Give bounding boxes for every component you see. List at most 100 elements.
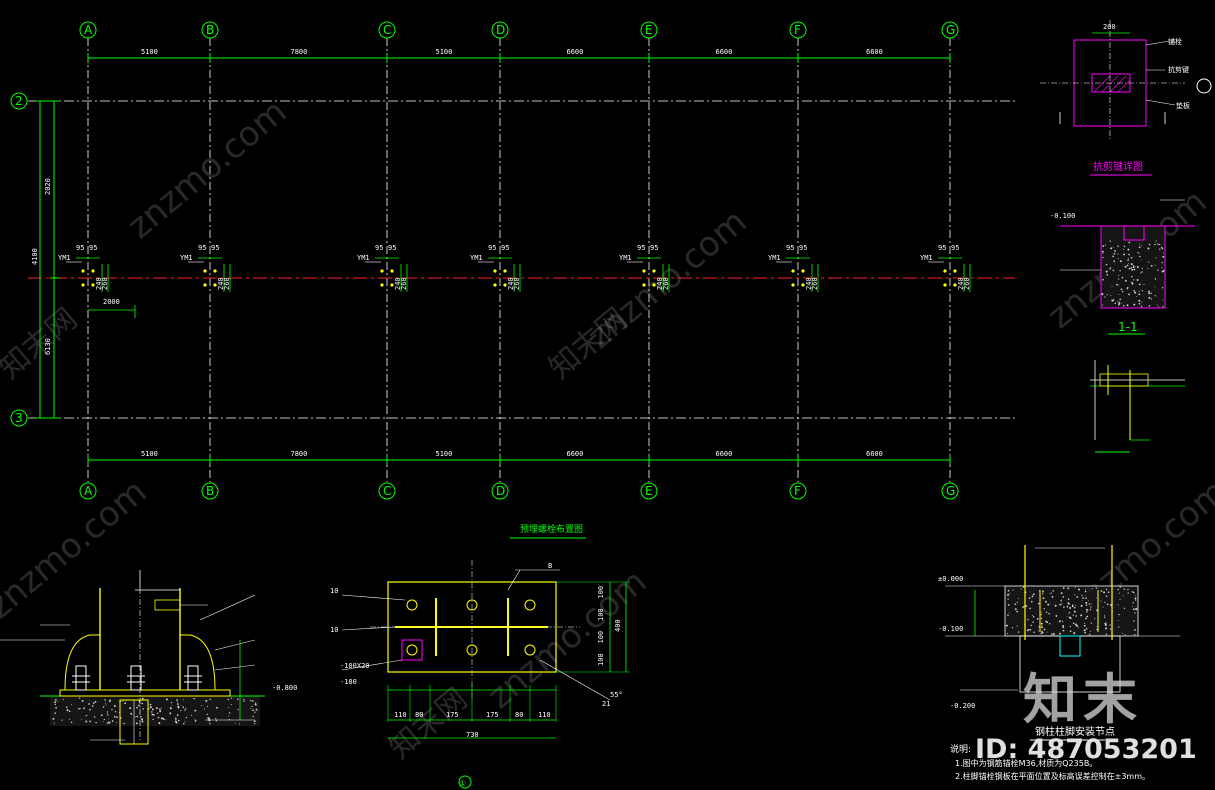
concrete-speck	[157, 716, 160, 719]
bolt-tag: YM1	[180, 254, 193, 262]
bolt-mark	[380, 269, 384, 273]
concrete-speck	[1112, 269, 1115, 272]
concrete-speck	[1119, 298, 1122, 301]
concrete-speck	[152, 718, 154, 721]
shear-key-detail: 200 锚栓 抗剪键 垫板 抗剪键详图	[1040, 20, 1212, 176]
concrete-speck	[1161, 267, 1163, 268]
concrete-speck	[254, 720, 256, 722]
concrete-speck	[151, 708, 154, 711]
bolt-mark	[791, 283, 795, 287]
concrete-speck	[77, 708, 79, 710]
axis-label-G: G	[946, 23, 955, 37]
bolt-vdim: 240	[805, 277, 813, 290]
concrete-speck	[1148, 292, 1151, 295]
concrete-speck	[175, 721, 178, 724]
concrete-speck	[1121, 290, 1124, 293]
detail-bubble	[1196, 78, 1212, 94]
concrete-speck	[1086, 611, 1088, 613]
concrete-speck	[1074, 586, 1076, 588]
concrete-speck	[1137, 252, 1139, 254]
concrete-speck	[183, 699, 185, 701]
concrete-speck	[1126, 264, 1129, 267]
concrete-speck	[1050, 592, 1052, 594]
concrete-speck	[152, 714, 155, 716]
concrete-speck	[1095, 587, 1097, 589]
circle-number: ①	[459, 779, 466, 788]
concrete-speck	[1072, 622, 1075, 624]
concrete-speck	[1084, 590, 1087, 593]
concrete-speck	[79, 707, 81, 710]
concrete-speck	[1084, 631, 1087, 634]
concrete-speck	[1091, 603, 1093, 605]
concrete-speck	[1041, 626, 1043, 629]
concrete-speck	[1143, 284, 1145, 286]
concrete-speck	[1140, 305, 1143, 307]
notes-title: 说明:	[950, 743, 971, 755]
concrete-speck	[1120, 288, 1123, 291]
concrete-speck	[1032, 621, 1034, 623]
concrete-speck	[1128, 253, 1130, 256]
concrete-speck	[1107, 591, 1110, 594]
concrete-speck	[107, 714, 109, 716]
spacing-label: 6600	[567, 48, 584, 56]
concrete-speck	[169, 712, 172, 715]
bolt-mark	[91, 283, 95, 287]
concrete-speck	[1042, 593, 1044, 595]
concrete-speck	[129, 707, 132, 710]
plate-dim: 80	[415, 711, 423, 719]
concrete-speck	[1040, 611, 1042, 613]
concrete-speck	[1104, 614, 1105, 616]
watermark-text: 知末网	[383, 681, 474, 766]
concrete-speck	[1049, 593, 1051, 595]
spacing-label: 6600	[716, 450, 733, 458]
concrete-speck	[1148, 261, 1150, 263]
concrete-speck	[175, 718, 177, 720]
concrete-speck	[1110, 295, 1112, 297]
concrete-speck	[237, 698, 239, 700]
bolt-dim: 95	[488, 244, 496, 252]
concrete-speck	[194, 709, 197, 712]
concrete-speck	[237, 708, 239, 711]
height-dim: 4100	[31, 248, 39, 265]
bolt-mark	[943, 269, 947, 273]
concrete-speck	[108, 721, 111, 724]
concrete-speck	[1105, 633, 1108, 635]
concrete-speck	[95, 721, 97, 724]
concrete-speck	[1118, 613, 1120, 616]
concrete-speck	[255, 702, 256, 704]
concrete-speck	[149, 706, 152, 709]
concrete-speck	[149, 703, 152, 706]
concrete-speck	[1076, 596, 1079, 598]
spacing-labels: 5100510078007800510051006600660066006600…	[141, 48, 883, 458]
concrete-speck	[106, 722, 109, 724]
spacing-label: 7800	[291, 450, 308, 458]
axis-bubble	[10, 92, 28, 110]
concrete-speck	[1109, 268, 1111, 270]
concrete-speck	[1096, 597, 1097, 599]
concrete-speck	[122, 700, 124, 702]
concrete-speck	[55, 699, 57, 701]
concrete-speck	[130, 712, 133, 715]
concrete-speck	[250, 699, 252, 702]
concrete-speck	[1127, 248, 1130, 251]
concrete-speck	[1148, 243, 1151, 246]
concrete-speck	[1045, 611, 1048, 613]
concrete-speck	[1052, 633, 1055, 635]
concrete-speck	[1161, 261, 1163, 264]
concrete-speck	[68, 718, 70, 720]
concrete-speck	[1114, 250, 1117, 252]
concrete-speck	[1100, 600, 1102, 602]
concrete-speck	[1148, 305, 1151, 307]
concrete-speck	[1101, 293, 1104, 296]
dim-label: 730	[466, 731, 479, 739]
axis-label-F: F	[794, 23, 801, 37]
concrete-speck	[1068, 612, 1071, 614]
concrete-speck	[1131, 281, 1134, 284]
concrete-speck	[1126, 288, 1128, 290]
concrete-speck	[1139, 255, 1141, 258]
axis-label-D: D	[496, 23, 505, 37]
concrete-speck	[1061, 620, 1064, 623]
concrete-speck	[184, 709, 186, 711]
concrete-speck	[141, 702, 143, 705]
